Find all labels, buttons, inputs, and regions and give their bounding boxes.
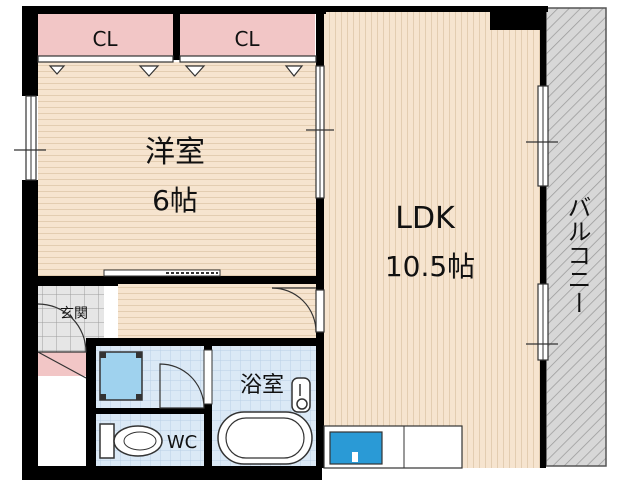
entrance-label: 玄関	[60, 305, 88, 322]
faucet-icon	[291, 377, 311, 413]
closet-left-label: CL	[92, 27, 118, 51]
closet-right-label: CL	[234, 27, 260, 51]
window-western	[14, 95, 46, 181]
window-balcony-upper	[526, 85, 558, 187]
kitchen-counter	[323, 425, 463, 469]
ldk-size: 10.5帖	[385, 250, 475, 283]
window-balcony-lower	[526, 283, 558, 361]
walls	[22, 6, 548, 480]
sliding-door-western-ldk	[306, 65, 334, 199]
bathroom-sliding-door	[203, 349, 213, 405]
washroom	[99, 349, 213, 409]
bathroom: 浴室	[217, 373, 313, 465]
balcony: バルコニー	[545, 7, 607, 467]
western-room-label: 洋室	[145, 135, 205, 170]
bathroom-label: 浴室	[240, 373, 284, 398]
western-room-floor	[38, 62, 316, 276]
closet-right-floor	[180, 14, 315, 56]
toilet-label: WC	[167, 432, 197, 453]
toilet: WC	[99, 423, 197, 459]
hallway-floor	[118, 284, 316, 338]
ldk-floor	[322, 12, 542, 468]
western-room-size: 6帖	[152, 184, 198, 217]
washing-machine-pan	[99, 351, 143, 401]
western-room-door-rail	[103, 269, 221, 277]
ldk-label: LDK	[395, 201, 456, 236]
closet-rails	[37, 55, 317, 77]
entrance-door-swing	[37, 303, 87, 353]
balcony-label: バルコニー	[563, 195, 591, 315]
hall-door	[271, 287, 325, 333]
closet-left-floor	[38, 14, 173, 56]
entrance: 玄関	[37, 303, 88, 379]
